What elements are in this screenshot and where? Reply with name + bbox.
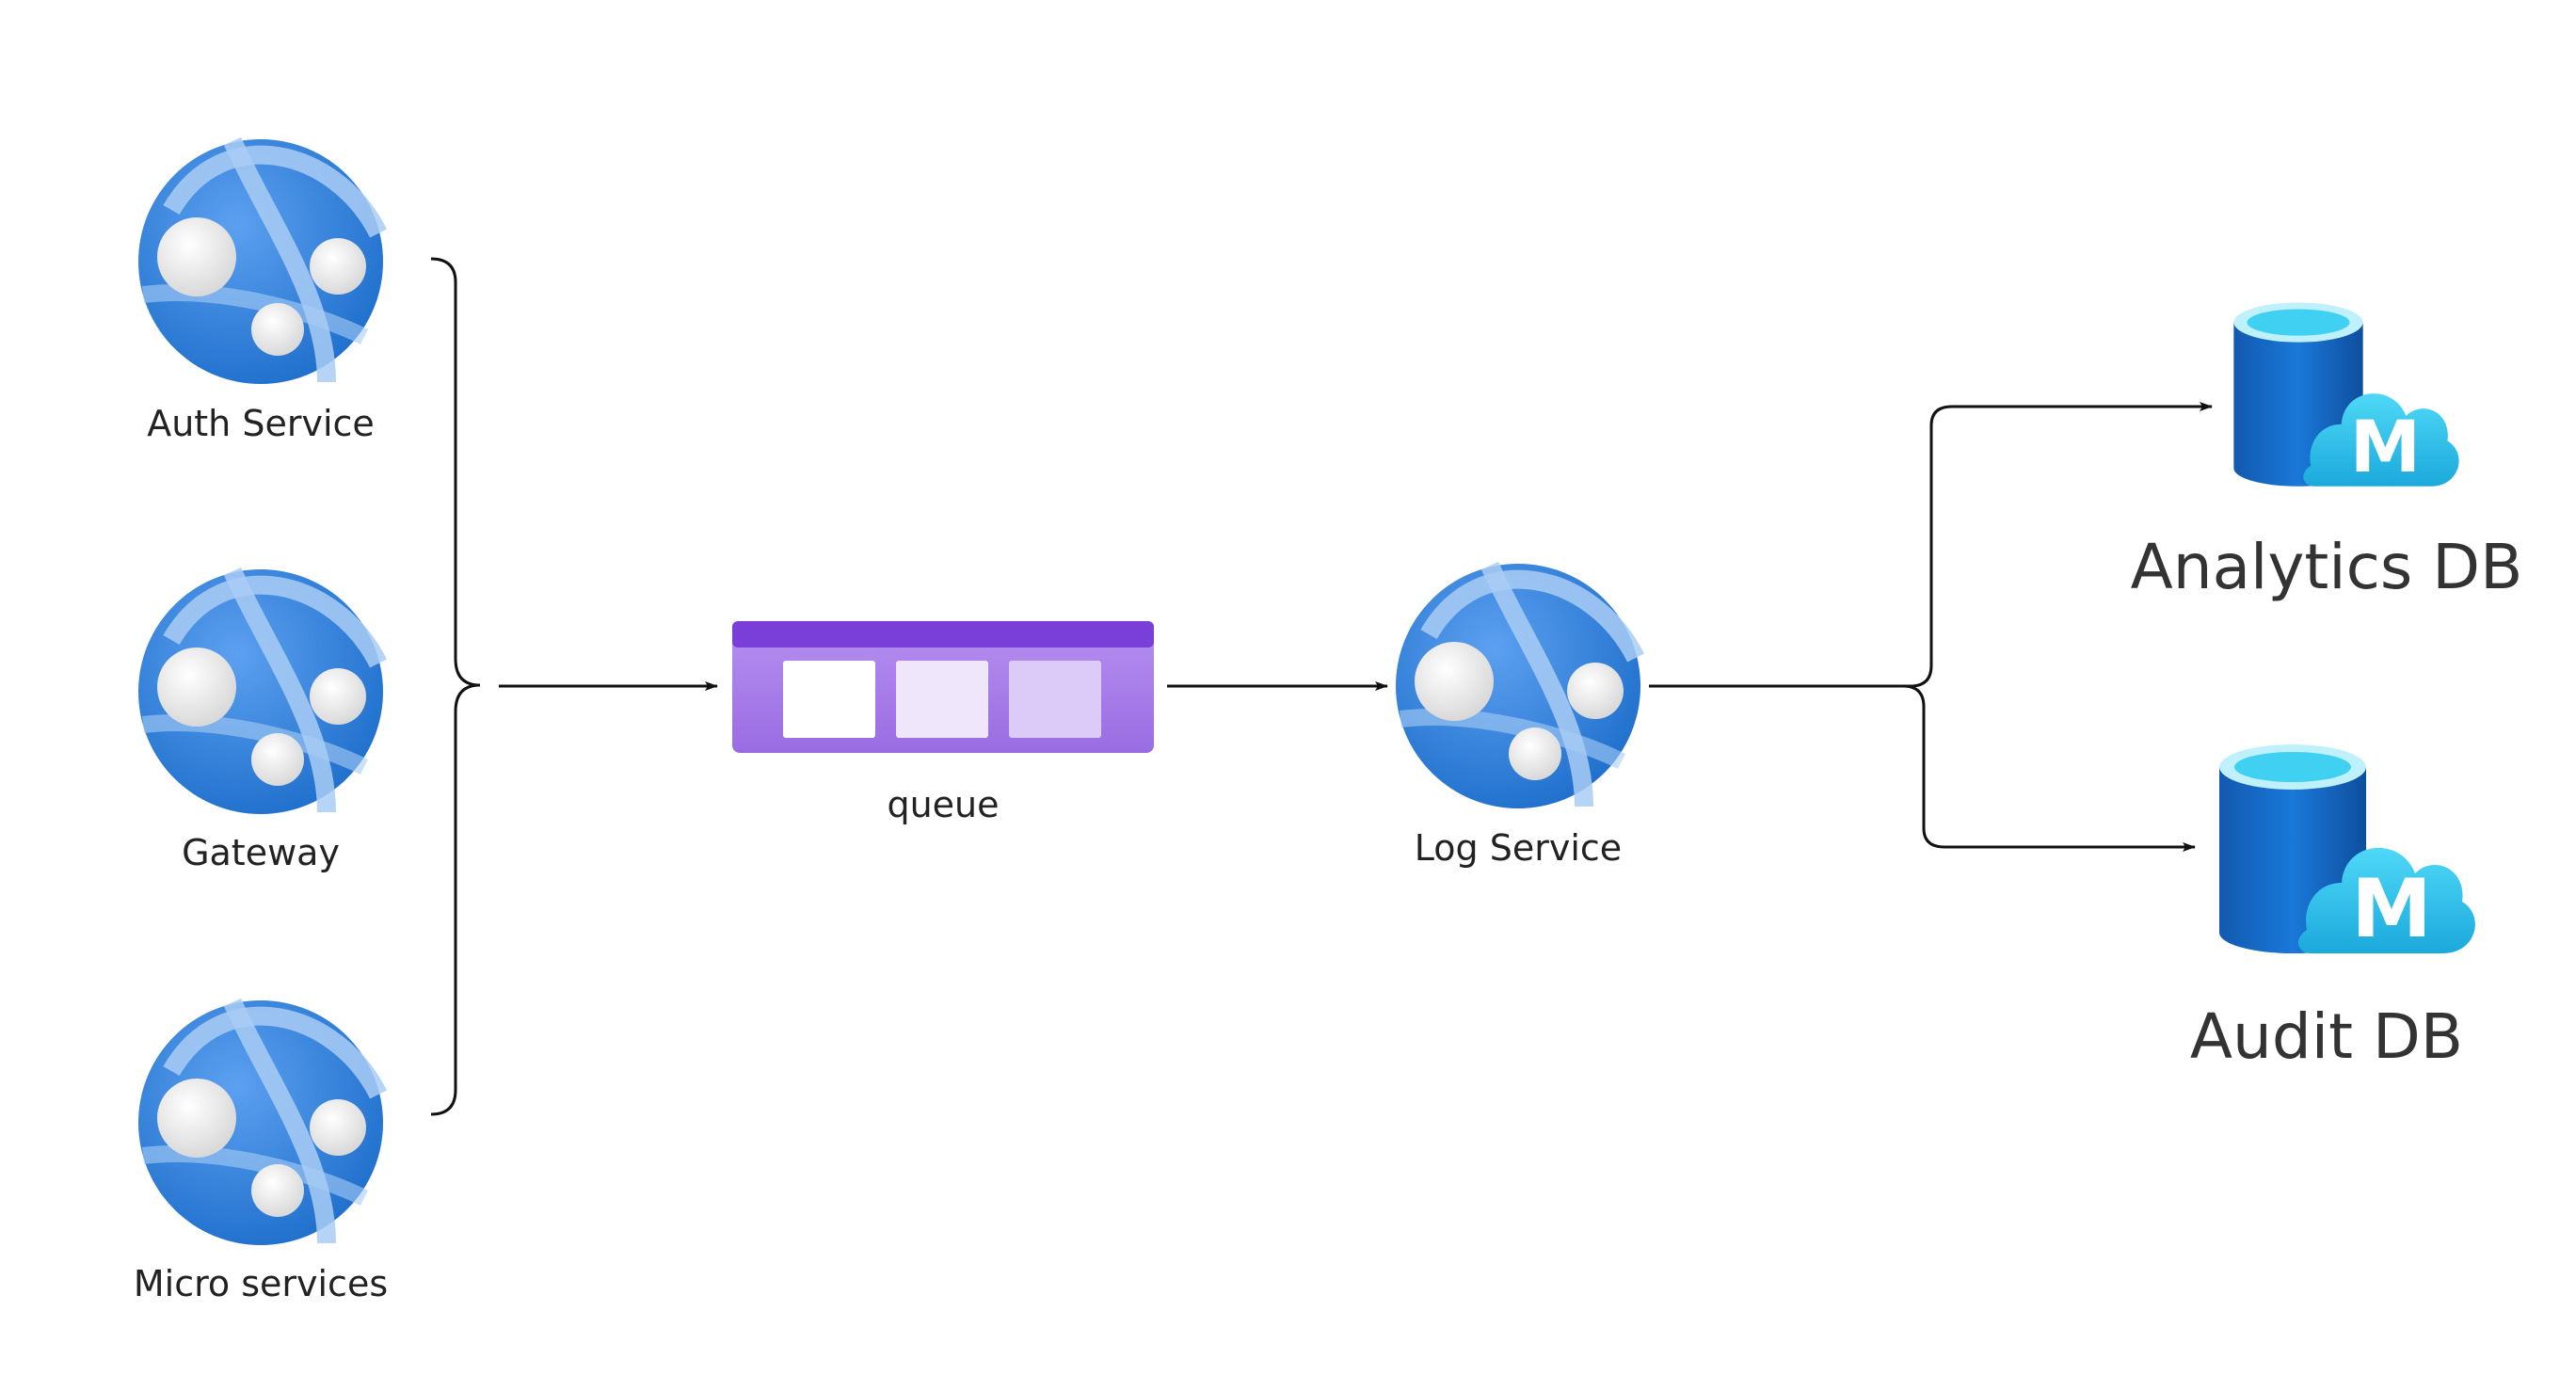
analytics-db-node: M Analytics DB [2131, 302, 2523, 603]
gateway-label: Gateway [182, 832, 340, 873]
app-service-icon [138, 569, 383, 814]
log-service-label: Log Service [1415, 827, 1622, 869]
source-brace [430, 257, 481, 1116]
queue-node: queue [732, 621, 1154, 825]
queue-icon [732, 621, 1154, 753]
micro-services-label: Micro services [134, 1263, 388, 1304]
queue-label: queue [887, 784, 999, 825]
app-service-icon [1396, 564, 1640, 808]
analytics-db-badge: M [2350, 406, 2421, 488]
audit-db-node: M Audit DB [2190, 744, 2475, 1073]
auth-service-label: Auth Service [147, 403, 375, 444]
mariadb-cloud-icon: M [2233, 302, 2459, 488]
log-service-node: Log Service [1396, 564, 1640, 869]
auth-service-node: Auth Service [138, 139, 383, 444]
analytics-db-label: Analytics DB [2131, 531, 2523, 603]
app-service-icon [138, 139, 383, 384]
edge-log-to-audit-db [1649, 684, 2196, 852]
audit-db-label: Audit DB [2190, 1000, 2463, 1073]
app-service-icon [138, 1000, 383, 1245]
gateway-node: Gateway [138, 569, 383, 873]
edge-log-to-analytics-db [1649, 402, 2213, 688]
mariadb-cloud-icon: M [2219, 744, 2475, 956]
micro-services-node: Micro services [134, 1000, 388, 1304]
audit-db-badge: M [2351, 862, 2432, 956]
